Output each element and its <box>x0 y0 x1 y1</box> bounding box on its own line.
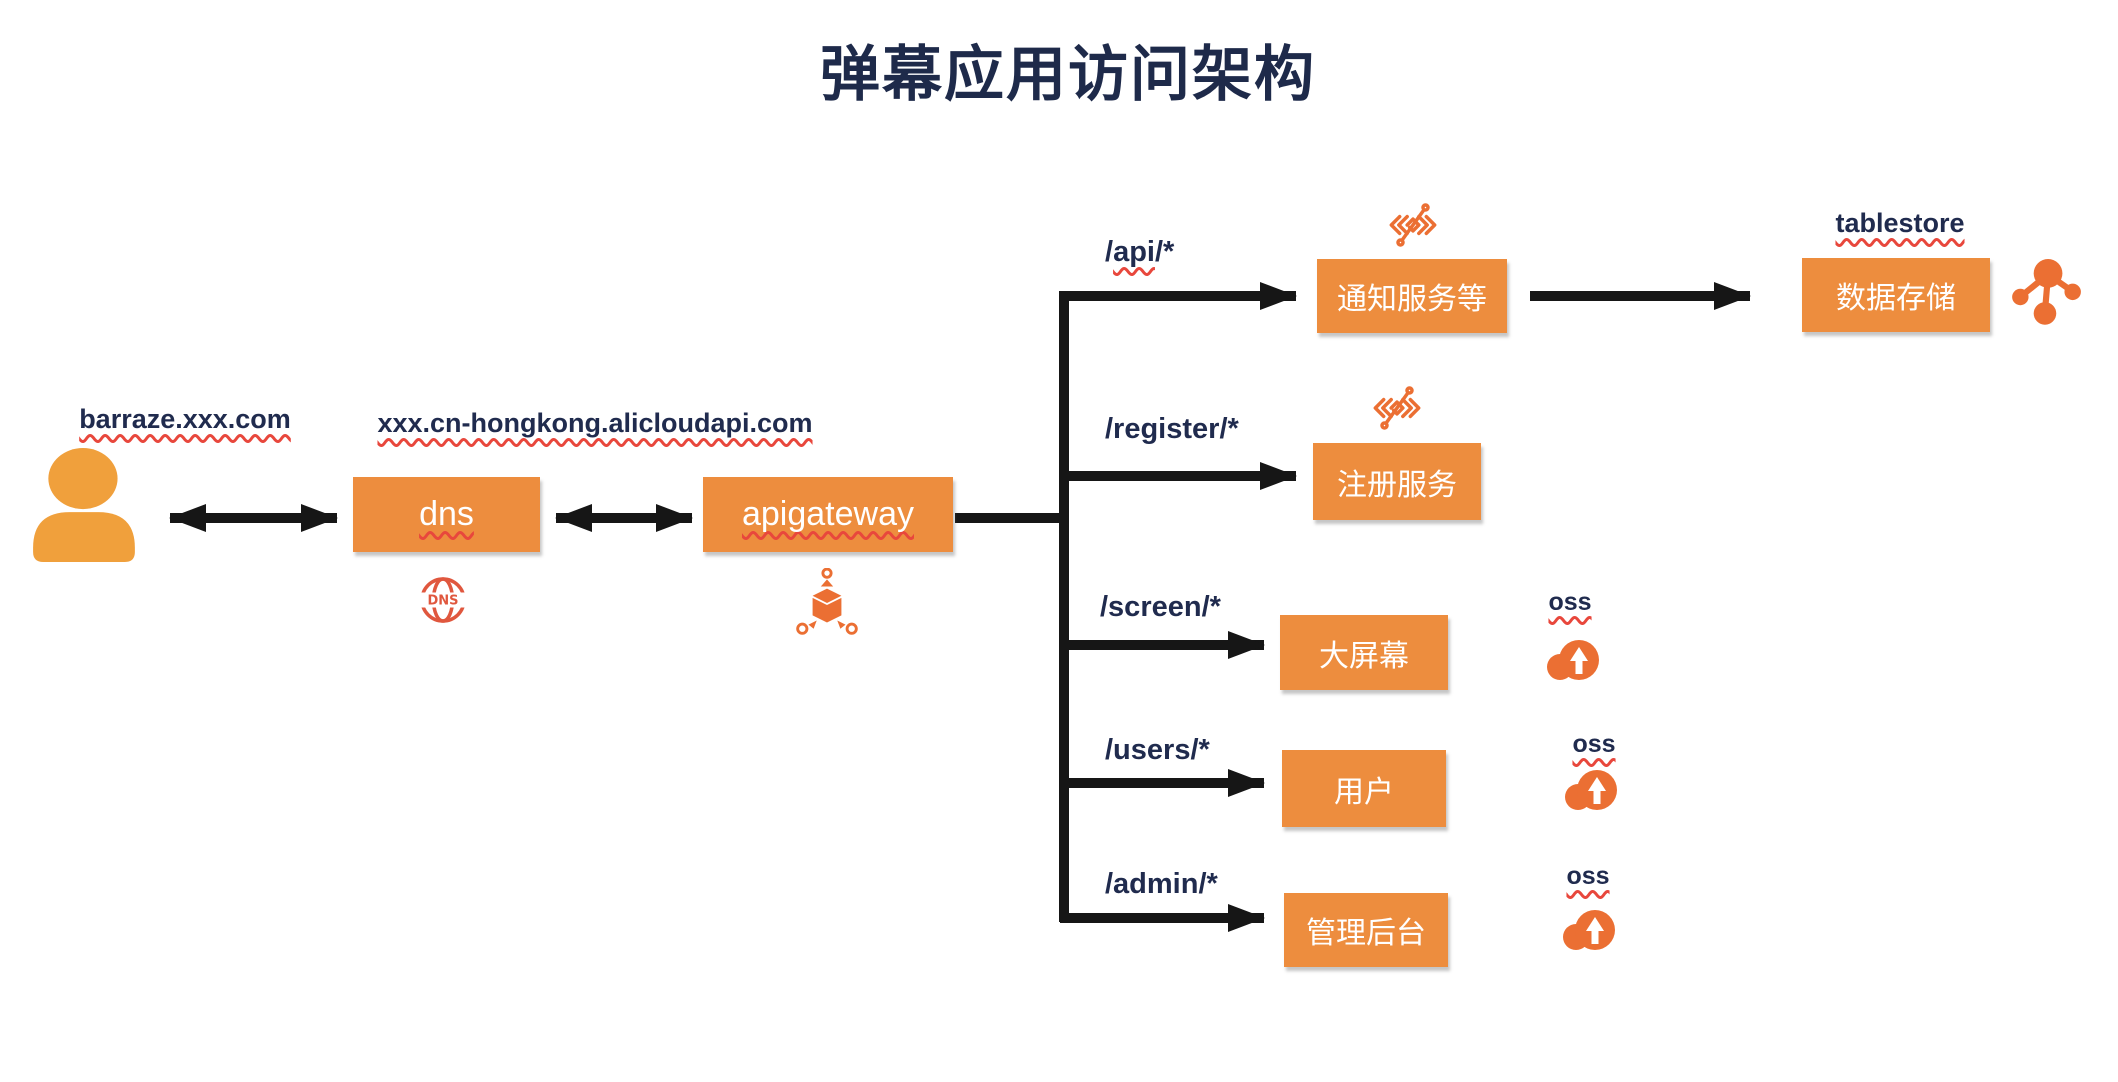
user-icon <box>33 448 135 562</box>
route-path-admin: /admin/* <box>1105 868 1218 900</box>
tablestore-box-label: 数据存储 <box>1836 282 1956 315</box>
gateway-domain-label: xxx.cn-hongkong.alicloudapi.com <box>377 408 813 438</box>
service-box-notify: 通知服务等 <box>1317 259 1507 333</box>
oss-cloud-icon <box>1565 770 1617 810</box>
service-box-admin: 管理后台 <box>1284 893 1448 967</box>
service-box-screen-label: 大屏幕 <box>1319 639 1409 673</box>
api-gateway-cube-icon <box>796 568 858 635</box>
dns-box-label: dns <box>419 495 474 533</box>
apigateway-box-label: apigateway <box>741 495 914 533</box>
dns-globe-icon: DNS <box>420 577 466 623</box>
service-box-admin-label: 管理后台 <box>1306 917 1426 950</box>
apigateway-box: apigateway <box>703 477 953 552</box>
route-path-users: /users/* <box>1105 734 1210 766</box>
service-box-users-label: 用户 <box>1334 775 1394 809</box>
route-path-api: /api/* <box>1105 236 1174 269</box>
dns-box: dns <box>353 477 540 552</box>
function-compute-icon <box>1389 203 1437 247</box>
service-box-register: 注册服务 <box>1313 443 1481 520</box>
service-box-notify-label: 通知服务等 <box>1337 283 1487 316</box>
service-box-screen: 大屏幕 <box>1280 615 1448 690</box>
oss-label-screen: oss <box>1548 588 1592 616</box>
oss-label-users: oss <box>1572 730 1616 758</box>
route-path-api-post: /* <box>1154 236 1175 268</box>
oss-cloud-icon <box>1563 910 1615 950</box>
service-box-users: 用户 <box>1282 750 1446 827</box>
route-path-api-mid: api <box>1113 236 1155 268</box>
oss-label-admin: oss <box>1566 862 1610 890</box>
client-domain-label: barraze.xxx.com <box>79 404 291 434</box>
route-path-api-pre: / <box>1105 236 1114 268</box>
function-compute-icon <box>1373 386 1421 430</box>
oss-cloud-icon <box>1547 640 1599 680</box>
service-box-register-label: 注册服务 <box>1337 468 1457 502</box>
svg-text:DNS: DNS <box>427 594 458 609</box>
route-path-register: /register/* <box>1105 413 1239 445</box>
tablestore-label: tablestore <box>1835 208 1965 238</box>
tablestore-box: 数据存储 <box>1802 258 1990 332</box>
tablestore-molecule-icon <box>2012 259 2081 325</box>
route-path-screen: /screen/* <box>1100 591 1221 623</box>
page-title: 弹幕应用访问架构 <box>820 41 1316 108</box>
